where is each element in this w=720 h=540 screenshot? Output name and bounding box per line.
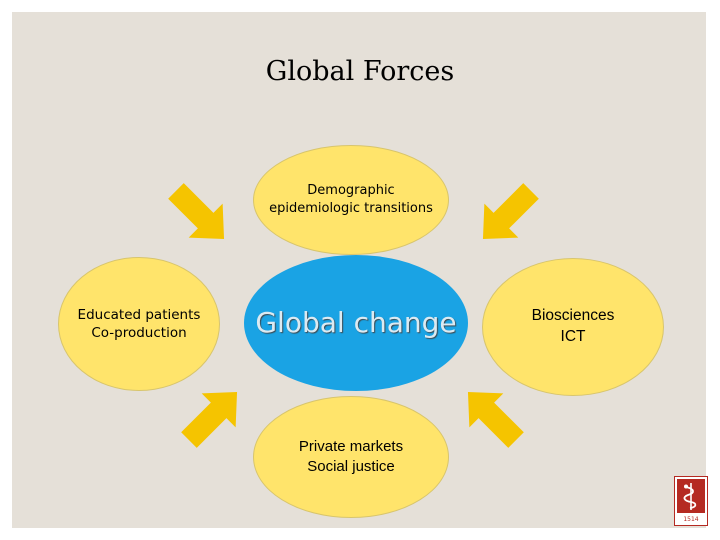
node-educated-patients: Educated patients Co-production [58,257,220,391]
slide-title: Global Forces [265,56,455,87]
node-biosciences-line-2: ICT [560,328,586,345]
arrow-bottom-left-icon [181,391,238,448]
node-demographic-line-1: Demographic [307,183,395,199]
node-biosciences: Biosciences ICT [482,258,664,396]
node-demographic-line-2: epidemiologic transitions [269,201,433,216]
arrow-top-left-icon [168,183,225,240]
node-global-change: Global change [244,255,468,391]
node-educated-patients-line-1: Educated patients [77,306,201,323]
arrow-bottom-right-icon [467,391,524,448]
logo-year: 1514 [683,516,698,523]
node-private-markets-line-1: Private markets [298,437,404,455]
serpent-emblem-icon: 1514 [677,479,705,523]
node-private-markets-line-2: Social justice [307,458,395,475]
node-demographic: Demographic epidemiologic transitions [253,145,449,255]
college-logo: 1514 [674,476,708,526]
node-private-markets: Private markets Social justice [253,396,449,518]
arrow-top-right-icon [482,183,539,240]
node-biosciences-line-1: Biosciences [531,307,615,325]
node-global-change-label: Global change [255,306,457,340]
node-educated-patients-line-2: Co-production [91,325,187,341]
